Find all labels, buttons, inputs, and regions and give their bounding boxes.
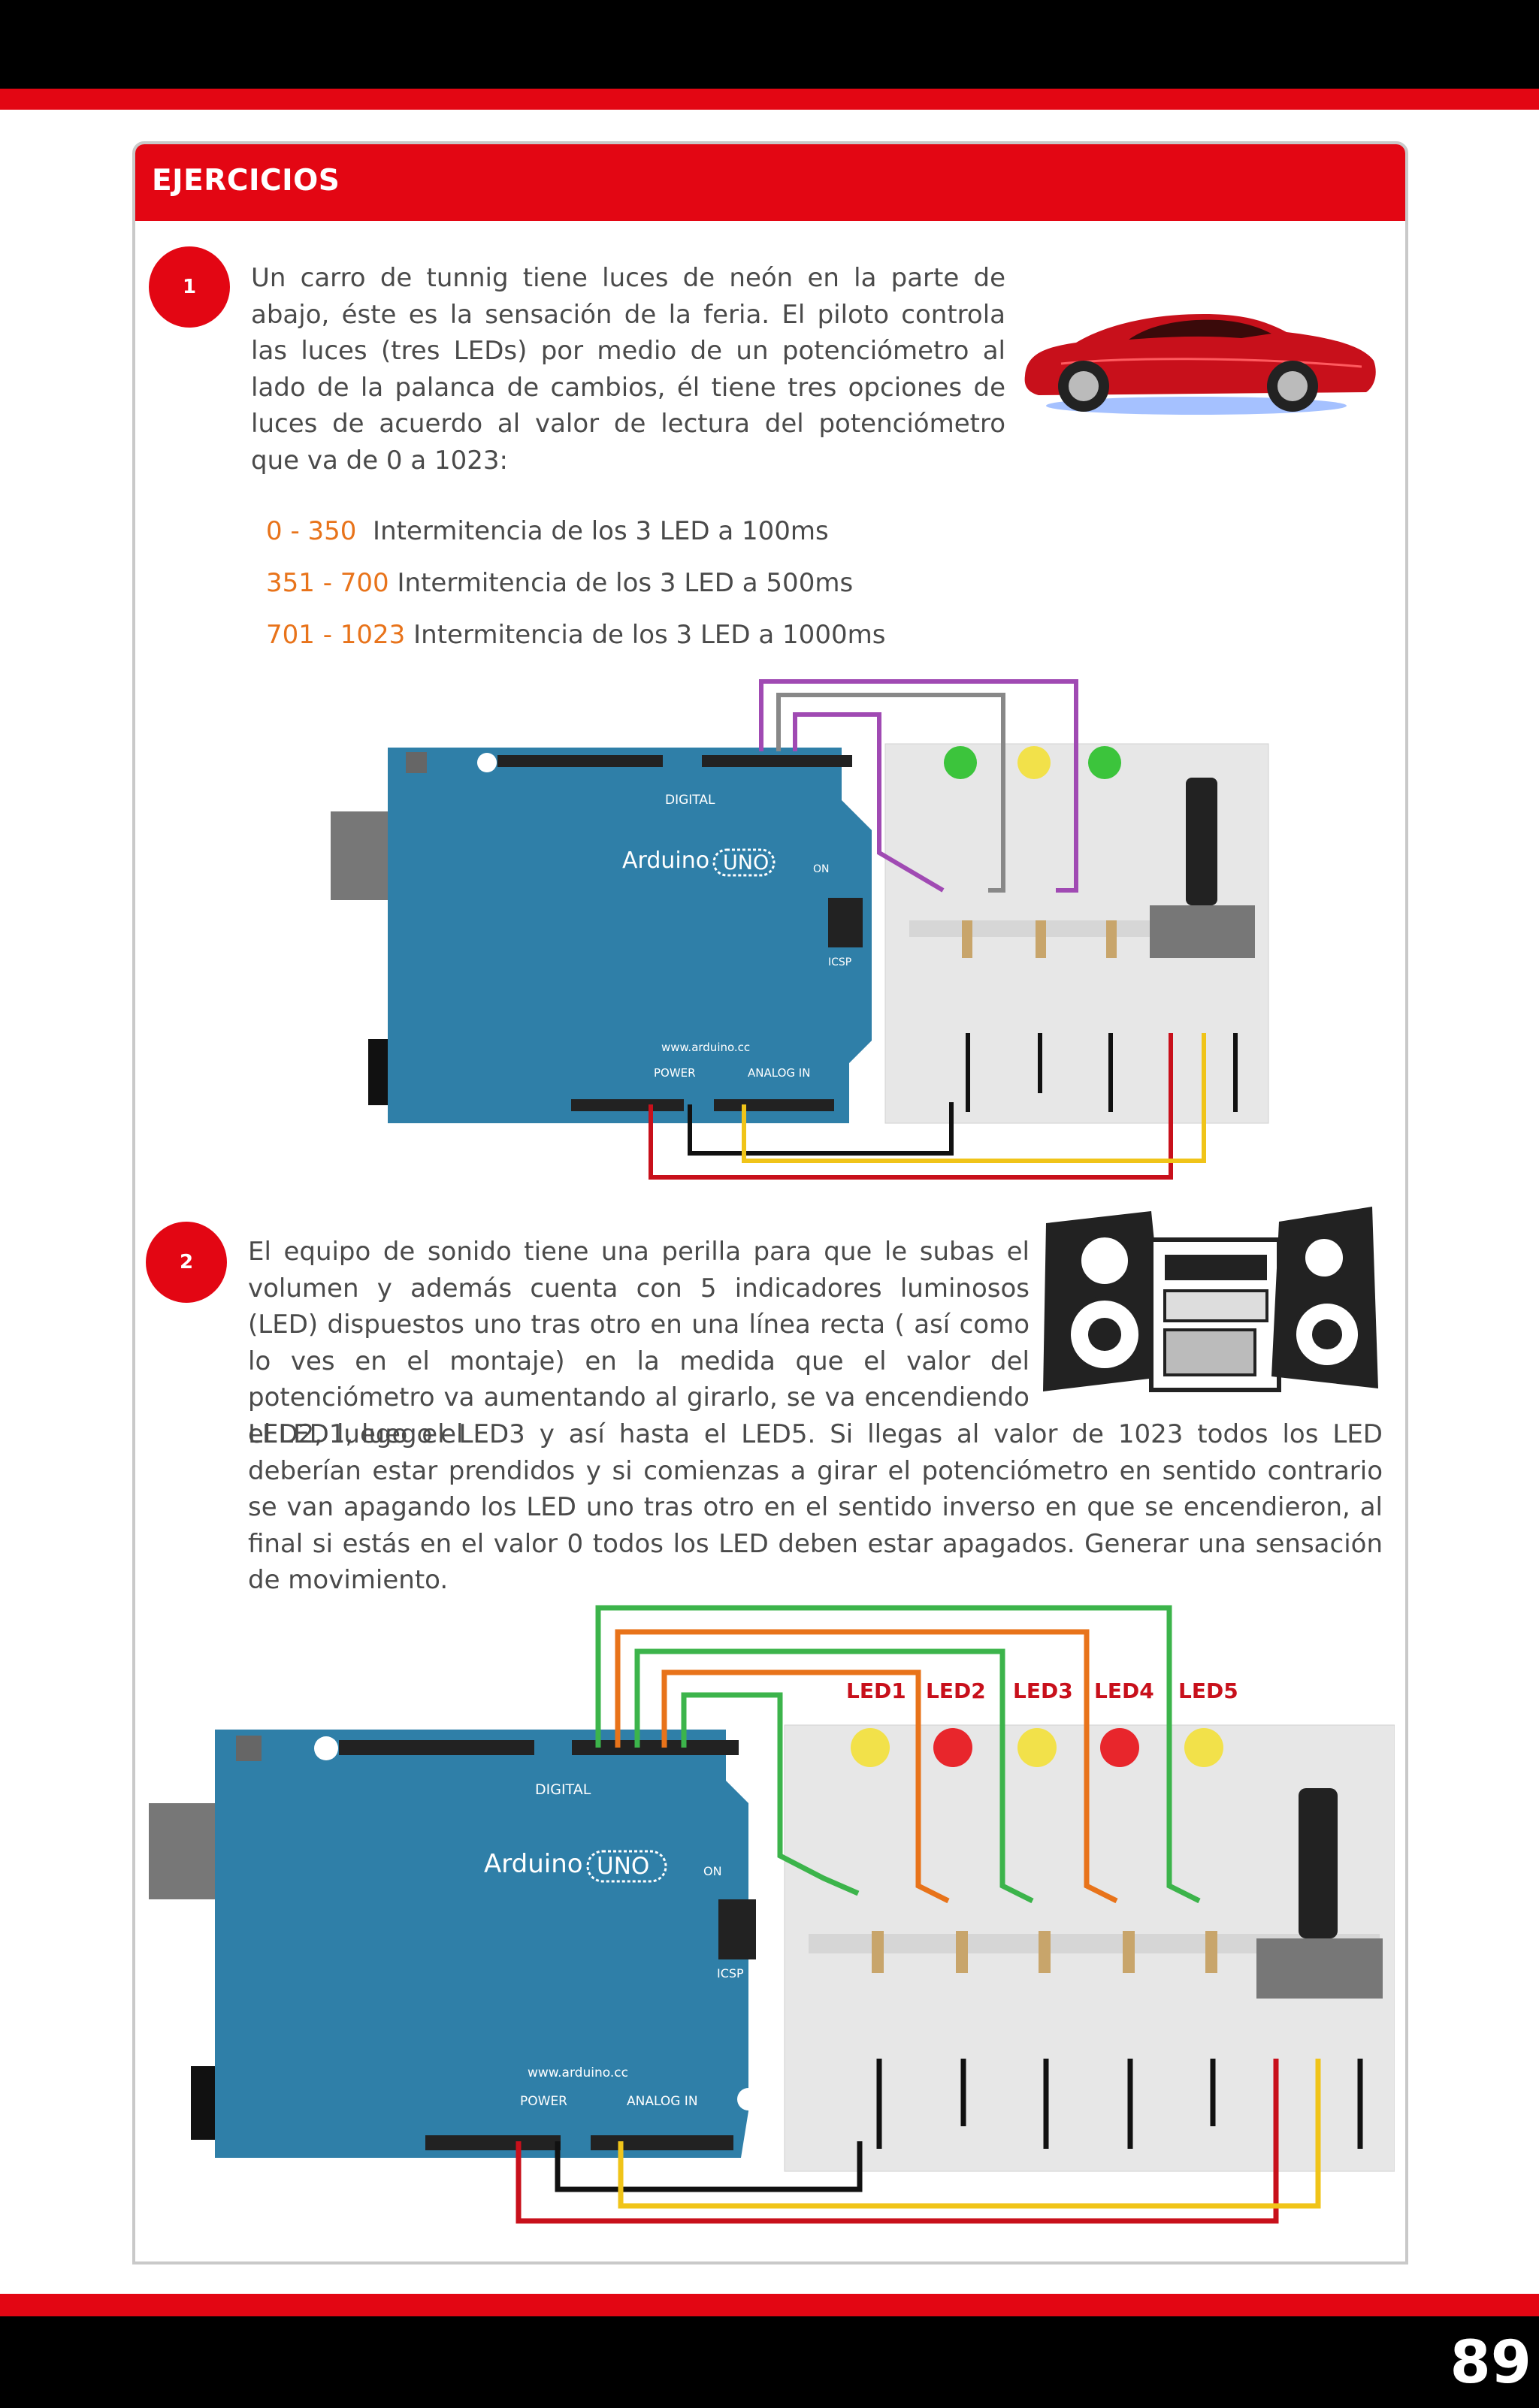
svg-text:UNO: UNO	[723, 851, 769, 875]
reset-button	[406, 752, 427, 773]
exercise-2-text-top: El equipo de sonido tiene una perilla pa…	[248, 1237, 1030, 1449]
yellow-led	[1184, 1728, 1223, 1767]
circuit-diagram-1: DIGITAL Arduino UNO ON ICSP www.arduino.…	[331, 679, 1269, 1180]
svg-text:www.arduino.cc: www.arduino.cc	[661, 1041, 750, 1054]
potentiometer	[1186, 778, 1217, 905]
section-title: EJERCICIOS	[152, 164, 340, 198]
range-row-2: 351 - 700 Intermitencia de los 3 LED a 5…	[266, 565, 853, 601]
exercise-1-text: Un carro de tunnig tiene luces de neón e…	[251, 263, 1005, 476]
circuit-diagram-2: DIGITAL Arduino UNO ON ICSP www.arduino.…	[149, 1605, 1395, 2224]
exercise-2-badge: 2	[146, 1222, 227, 1303]
range-row-1: 0 - 350 Intermitencia de los 3 LED a 100…	[266, 513, 829, 549]
yellow-led	[851, 1728, 890, 1767]
reset-button	[236, 1736, 262, 1761]
exercise-2-text-bottom: LED2, luego el LED3 y así hasta el LED5.…	[248, 1419, 1383, 1595]
svg-text:ON: ON	[703, 1864, 722, 1878]
potentiometer	[1299, 1788, 1338, 1938]
range-value: 701 - 1023	[266, 620, 406, 650]
range-description: Intermitencia de los 3 LED a 1000ms	[413, 620, 886, 650]
yellow-led	[1017, 746, 1051, 779]
svg-text:DIGITAL: DIGITAL	[665, 793, 715, 808]
green-led	[944, 746, 977, 779]
range-row-3: 701 - 1023 Intermitencia de los 3 LED a …	[266, 617, 885, 653]
red-car-illustration	[1024, 314, 1376, 415]
svg-text:www.arduino.cc: www.arduino.cc	[528, 2065, 628, 2080]
svg-text:ICSP: ICSP	[717, 1966, 744, 1980]
page-number: 89	[1450, 2329, 1531, 2397]
svg-text:Arduino: Arduino	[484, 1849, 583, 1879]
svg-text:POWER: POWER	[520, 2094, 567, 2109]
range-value: 0 - 350	[266, 516, 357, 546]
section-header: EJERCICIOS	[135, 144, 1405, 221]
range-value: 351 - 700	[266, 568, 389, 598]
svg-text:DIGITAL: DIGITAL	[535, 1781, 591, 1798]
led-label: LED2	[926, 1678, 986, 1703]
led-label: LED4	[1094, 1678, 1154, 1703]
top-red-band	[0, 89, 1539, 110]
bottom-black-band	[0, 2316, 1539, 2408]
led-label: LED1	[846, 1678, 906, 1703]
yellow-led	[1017, 1728, 1057, 1767]
stereo-illustration	[1043, 1207, 1378, 1392]
svg-text:ON: ON	[813, 863, 830, 875]
led-label: LED5	[1178, 1678, 1238, 1703]
svg-text:UNO: UNO	[597, 1853, 649, 1880]
bottom-red-band	[0, 2294, 1539, 2316]
led-label: LED3	[1013, 1678, 1073, 1703]
svg-text:ANALOG IN: ANALOG IN	[748, 1066, 810, 1080]
top-black-band	[0, 0, 1539, 89]
green-led	[1088, 746, 1121, 779]
exercise-1-badge: 1	[149, 246, 230, 328]
arduino-board	[215, 1730, 748, 2158]
range-description: Intermitencia de los 3 LED a 100ms	[373, 516, 829, 546]
red-led	[1100, 1728, 1139, 1767]
arduino-board	[388, 748, 872, 1123]
red-led	[933, 1728, 972, 1767]
svg-text:Arduino: Arduino	[622, 847, 709, 874]
svg-text:ICSP: ICSP	[828, 956, 851, 968]
svg-text:ANALOG IN: ANALOG IN	[627, 2094, 698, 2109]
svg-text:POWER: POWER	[654, 1066, 696, 1080]
range-description: Intermitencia de los 3 LED a 500ms	[397, 568, 854, 598]
